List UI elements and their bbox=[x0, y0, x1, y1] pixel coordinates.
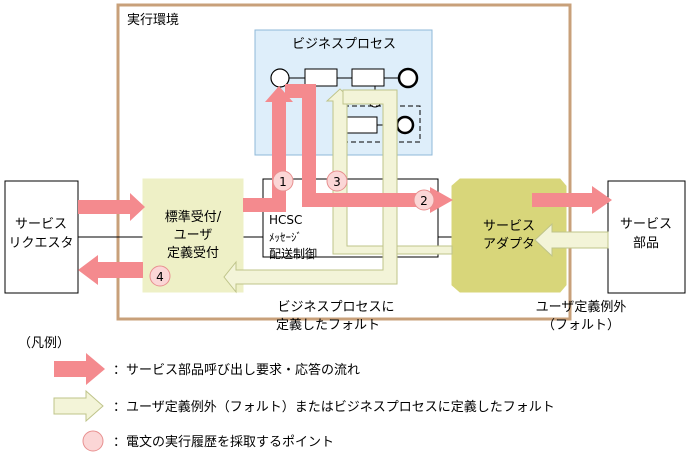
business-process-label: ビジネスプロセス bbox=[292, 37, 396, 52]
service-component-label-2: 部品 bbox=[633, 236, 659, 251]
user-exception-label-2: （フォルト） bbox=[542, 318, 620, 333]
legend-request-arrow-icon bbox=[54, 353, 105, 385]
user-exception-label-1: ユーザ定義例外 bbox=[536, 299, 627, 315]
arrow-reception-to-requester bbox=[78, 255, 143, 285]
service-adapter-box bbox=[451, 178, 567, 293]
capture-point-2: 2 bbox=[413, 189, 435, 211]
legend-capture-point-label: ：電文の実行履歴を採取するポイント bbox=[113, 434, 334, 450]
legend-capture-point-icon bbox=[82, 430, 104, 452]
service-requester-label-2: リクエスタ bbox=[8, 236, 73, 251]
hcsc-label-1: HCSC bbox=[269, 213, 302, 227]
arrow-adapter-to-component bbox=[532, 186, 612, 214]
standard-reception-label-1: 標準受付/ bbox=[165, 209, 222, 225]
legend-title: （凡例） bbox=[18, 336, 70, 351]
end-event-icon bbox=[397, 67, 419, 89]
arrow-requester-to-reception bbox=[78, 193, 145, 221]
service-adapter-label-1: サービス bbox=[483, 219, 535, 234]
start-event-icon bbox=[270, 68, 290, 88]
legend-fault-arrow-icon bbox=[53, 389, 104, 423]
service-component-box bbox=[607, 180, 686, 294]
hcsc-label-3: 配送制御 bbox=[269, 246, 317, 261]
activity-2-icon bbox=[351, 68, 385, 87]
capture-point-1: 1 bbox=[272, 170, 294, 192]
legend-request-arrow-label: ：サービス部品呼び出し要求・応答の流れ bbox=[113, 362, 360, 378]
activity-1-icon bbox=[304, 68, 338, 87]
service-component-label-1: サービス bbox=[620, 217, 672, 232]
service-requester-box bbox=[4, 180, 79, 294]
bp-fault-label-1: ビジネスプロセスに bbox=[277, 300, 394, 315]
bp-fault-label-2: 定義したフォルト bbox=[276, 317, 380, 333]
arrow-bp-to-adapter bbox=[285, 84, 453, 213]
fault-arrow-component-to-adapter bbox=[534, 222, 609, 258]
hcsc-label-2: ﾒｯｾｰｼﾞ bbox=[269, 231, 302, 244]
service-requester-label-1: サービス bbox=[15, 217, 67, 232]
capture-point-4-label: 4 bbox=[156, 270, 164, 284]
legend: （凡例） ：サービス部品呼び出し要求・応答の流れ ：ユーザ定義例外（フォルト）ま… bbox=[18, 336, 555, 452]
capture-point-3-label: 3 bbox=[333, 175, 341, 189]
legend-fault-arrow-label: ：ユーザ定義例外（フォルト）またはビジネスプロセスに定義したフォルト bbox=[113, 399, 555, 415]
fault-activity-icon bbox=[344, 116, 378, 134]
execution-environment-frame bbox=[116, 3, 572, 321]
capture-point-3: 3 bbox=[326, 170, 348, 192]
standard-reception-label-2: ユーザ bbox=[174, 228, 213, 243]
service-adapter-label-2: アダプタ bbox=[483, 237, 535, 252]
fault-handler-scope bbox=[335, 105, 421, 143]
standard-reception-label-3: 定義受付 bbox=[167, 245, 219, 261]
hcsc-box bbox=[262, 178, 439, 258]
fault-arrow-bp-to-reception bbox=[223, 89, 398, 294]
capture-point-4: 4 bbox=[149, 265, 171, 287]
execution-environment-label: 実行環境 bbox=[127, 12, 179, 28]
capture-point-1-label: 1 bbox=[279, 175, 287, 189]
fault-return-arrow bbox=[223, 88, 609, 294]
capture-point-2-label: 2 bbox=[420, 194, 428, 208]
fault-end-event-icon bbox=[395, 115, 415, 135]
